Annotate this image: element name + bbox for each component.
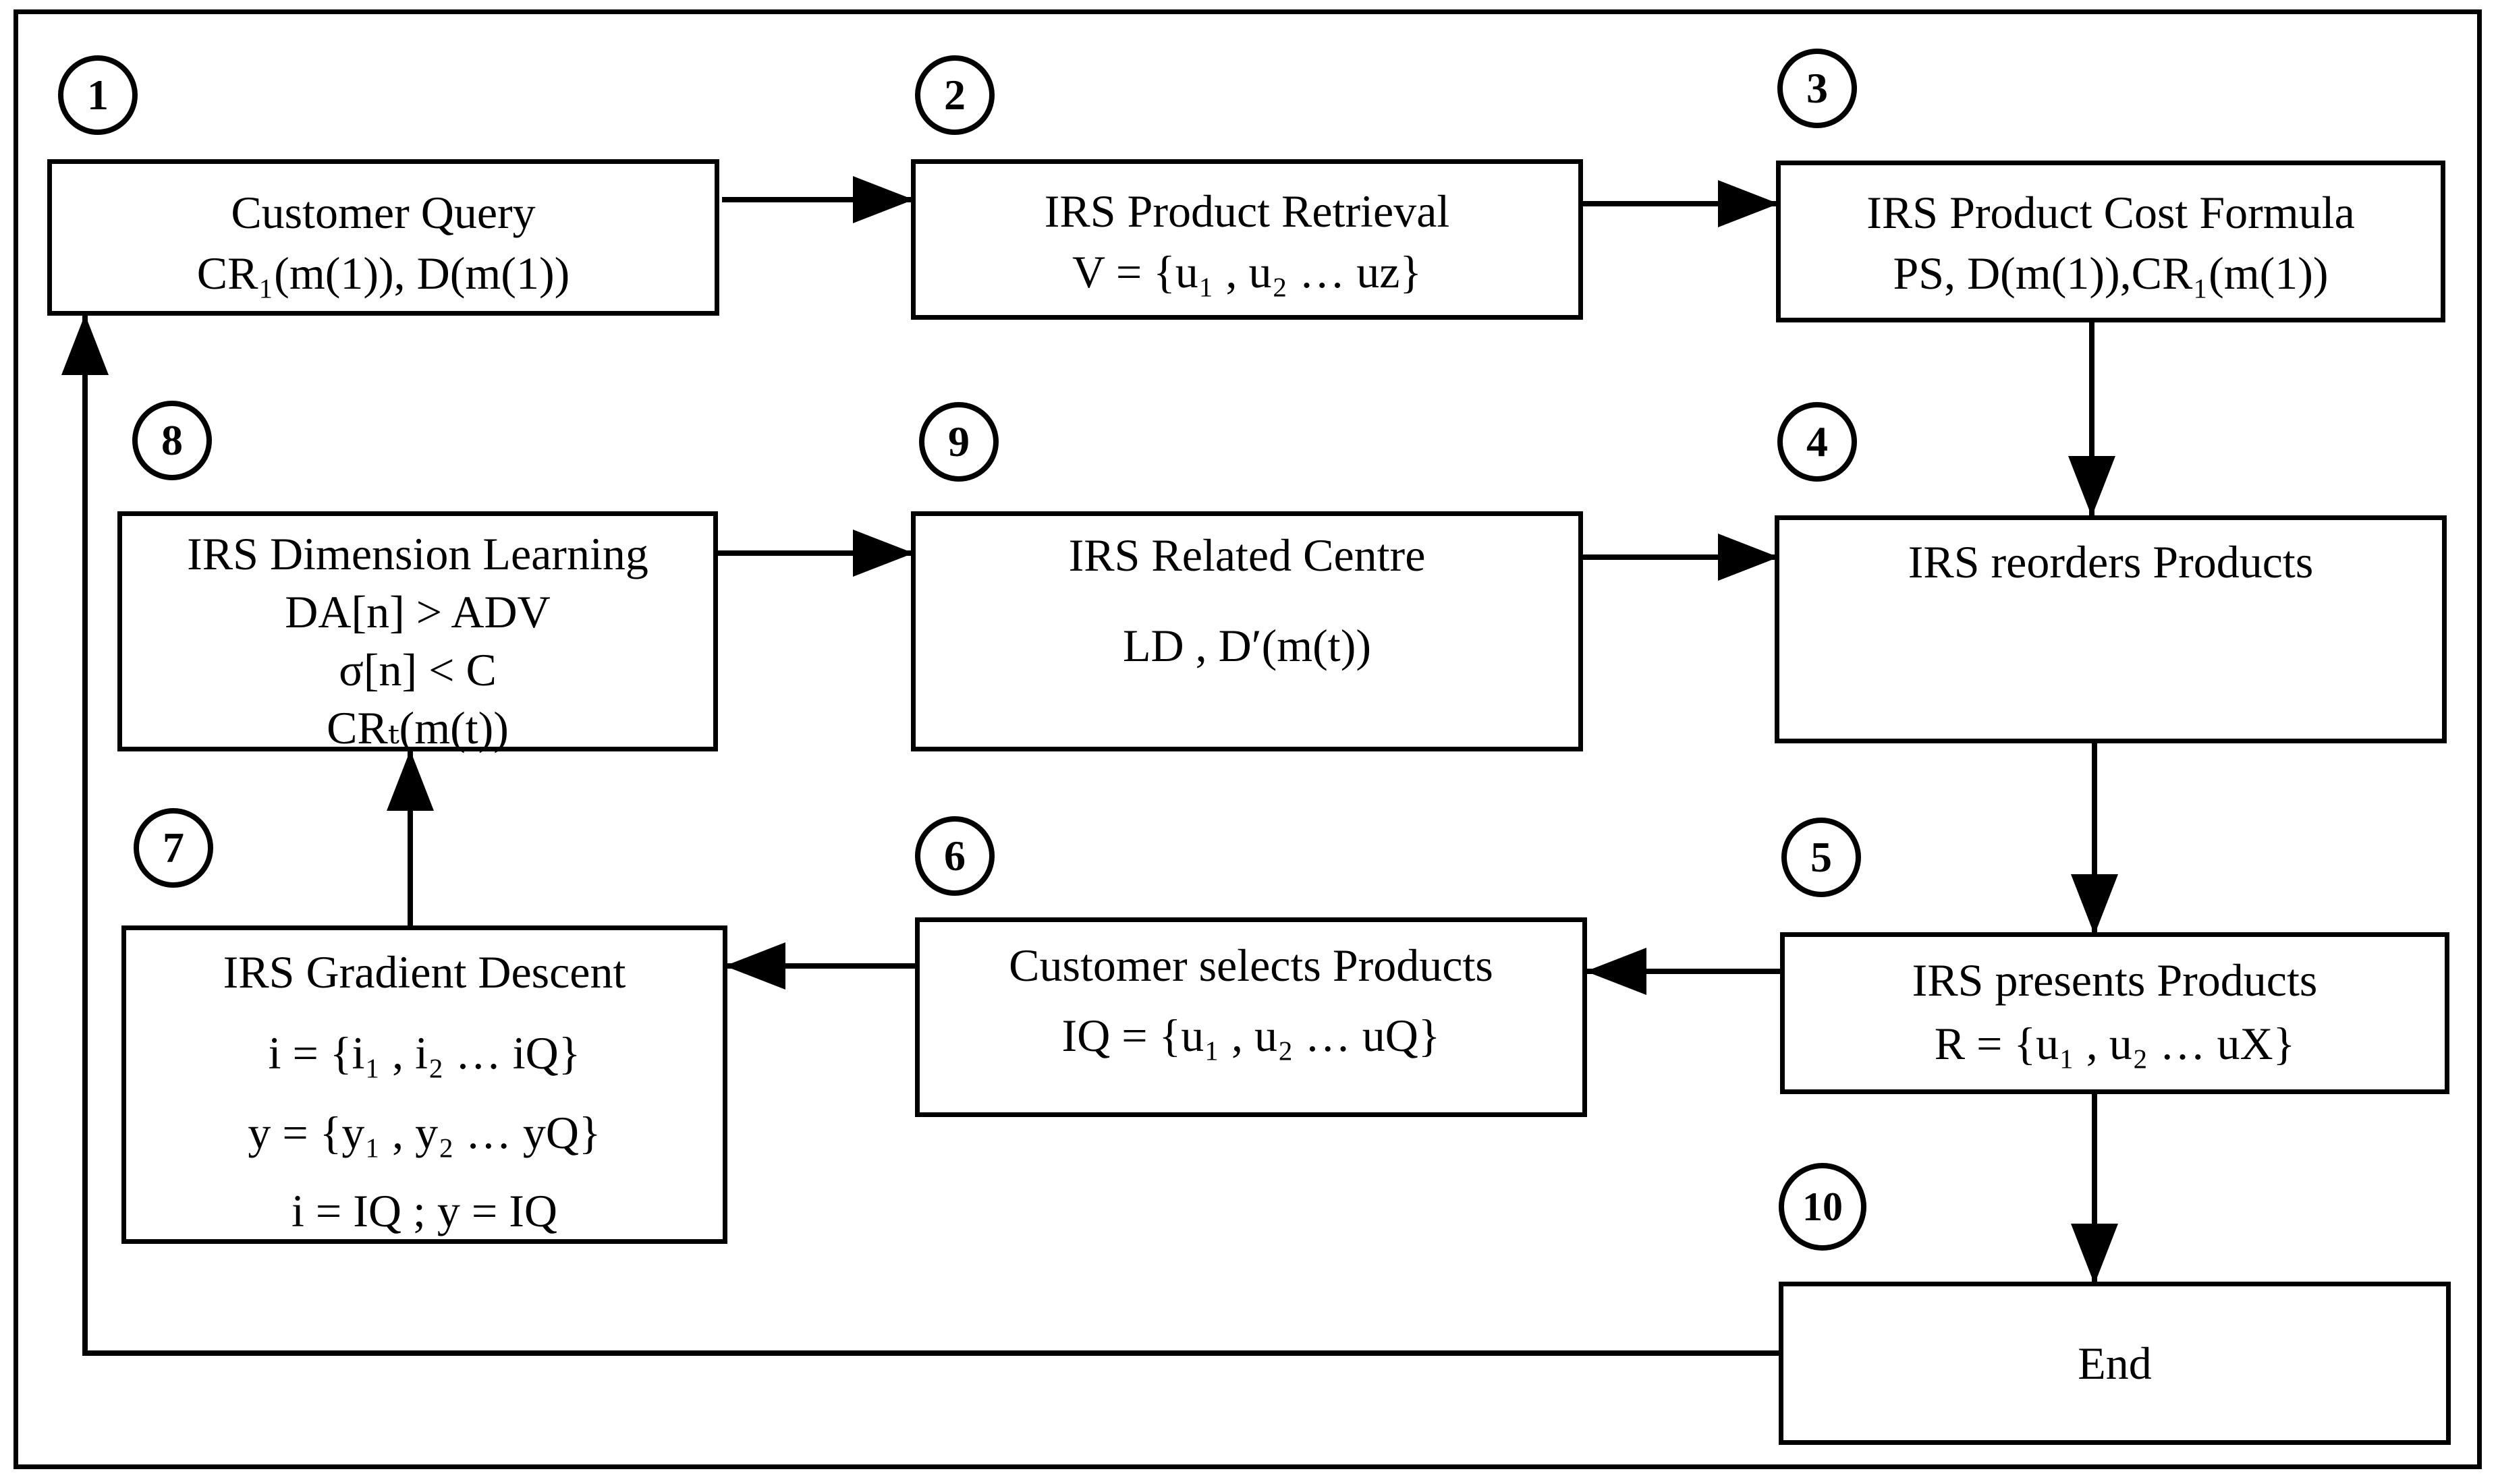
box-formula: CR₁(m(1)), D(m(1))	[196, 248, 570, 299]
box-formula: LD , D′(m(t))	[1123, 620, 1371, 671]
box-formula: σ[n] < C	[339, 644, 497, 695]
presents-box: IRS presents Products R = {u₁ , u₂ … uX}	[1780, 932, 2449, 1094]
step-4-badge: 4	[1777, 402, 1857, 482]
product-retrieval-box: IRS Product Retrieval V = {u₁ , u₂ … uᴢ}	[911, 159, 1583, 320]
box-title: IRS Dimension Learning	[187, 528, 648, 579]
box-title: Customer Query	[231, 187, 536, 238]
step-number: 2	[944, 71, 966, 119]
box-formula: IQ = {u₁ , u₂ … uQ}	[1061, 1010, 1441, 1061]
customer-query-box: Customer Query CR₁(m(1)), D(m(1))	[47, 159, 719, 316]
step-7-badge: 7	[134, 808, 213, 888]
step-5-badge: 5	[1781, 818, 1861, 897]
box-formula: PS, D(m(1)),CR₁(m(1))	[1893, 248, 2329, 299]
box-formula: V = {u₁ , u₂ … uᴢ}	[1072, 246, 1422, 297]
box-formula: y = {y₁ , y₂ … yQ}	[248, 1107, 601, 1158]
reorders-box: IRS reorders Products	[1775, 515, 2447, 743]
step-number: 8	[161, 416, 183, 464]
end-box: End	[1779, 1282, 2451, 1445]
step-number: 3	[1806, 64, 1828, 112]
related-centre-box: IRS Related Centre LD , D′(m(t))	[911, 511, 1583, 751]
box-formula: R = {u₁ , u₂ … uX}	[1934, 1018, 2296, 1069]
box-title: IRS reorders Products	[1908, 536, 2314, 588]
box-title: IRS Product Retrieval	[1044, 186, 1450, 237]
box-title: End	[2078, 1338, 2152, 1389]
step-9-badge: 9	[919, 402, 999, 482]
cost-formula-box: IRS Product Cost Formula PS, D(m(1)),CR₁…	[1776, 161, 2445, 322]
step-number: 9	[948, 418, 970, 465]
arrow-end-to-1	[61, 314, 1783, 1356]
step-2-badge: 2	[915, 55, 995, 135]
dimension-learning-box: IRS Dimension Learning DA[n] > ADV σ[n] …	[117, 511, 718, 751]
box-title: IRS Gradient Descent	[223, 946, 626, 998]
step-number: 5	[1810, 833, 1832, 881]
step-8-badge: 8	[132, 401, 212, 480]
gradient-descent-box: IRS Gradient Descent i = {i₁ , i₂ … iQ} …	[121, 925, 727, 1244]
step-number: 10	[1802, 1184, 1843, 1229]
box-title: IRS Related Centre	[1068, 530, 1426, 581]
step-number: 4	[1806, 418, 1828, 465]
step-10-badge: 10	[1779, 1163, 1866, 1251]
box-formula: CRₜ(m(t))	[327, 702, 509, 753]
step-number: 6	[944, 832, 966, 880]
step-6-badge: 6	[915, 816, 995, 896]
box-title: Customer selects Products	[1009, 940, 1493, 991]
box-title: IRS Product Cost Formula	[1866, 187, 2355, 238]
box-formula: i = IQ ; y = IQ	[292, 1185, 557, 1236]
box-formula: i = {i₁ , i₂ … iQ}	[268, 1027, 581, 1079]
step-1-badge: 1	[58, 55, 138, 135]
diagram-frame	[13, 9, 2482, 1469]
customer-selects-box: Customer selects Products IQ = {u₁ , u₂ …	[915, 917, 1587, 1117]
box-title: IRS presents Products	[1912, 954, 2318, 1006]
step-number: 1	[87, 71, 109, 119]
step-number: 7	[163, 824, 184, 872]
step-3-badge: 3	[1777, 49, 1857, 128]
box-formula: DA[n] > ADV	[285, 586, 551, 637]
